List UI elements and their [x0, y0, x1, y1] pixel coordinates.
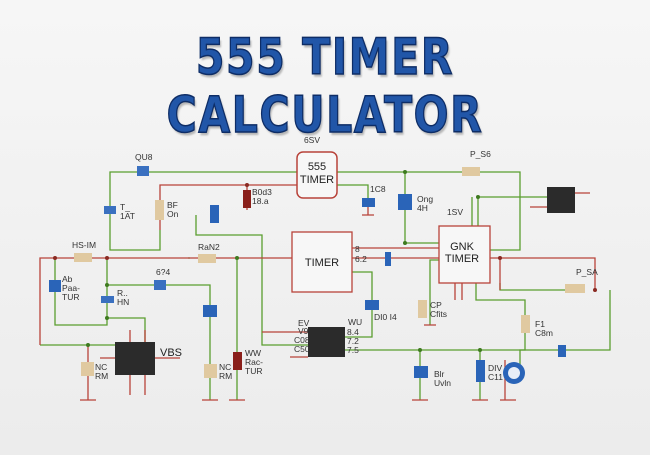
component-label: P_S6 [470, 149, 491, 159]
resistor-f1 [521, 315, 530, 333]
capacitor-1c8 [362, 198, 375, 207]
capacitor-di0 [365, 300, 379, 310]
component-label: DIV [488, 363, 503, 373]
chip-555-timer: 555 TIMER 6SV [296, 135, 338, 199]
component-label: C8m [535, 328, 553, 338]
component-labels: QU8T_1ATBFOnB0d318.a1C8Ong4HP_S6HS-IMAbP… [62, 149, 598, 388]
component-label: TUR [62, 292, 79, 302]
chip-unlabeled [547, 187, 575, 213]
capacitor-blue [210, 205, 219, 223]
component-label: NC [219, 362, 231, 372]
resistor-nc-2 [204, 364, 217, 378]
svg-text:VBS: VBS [160, 347, 182, 359]
svg-text:WU: WU [348, 317, 362, 327]
capacitor-ab [49, 280, 61, 292]
chip-timer: TIMER 8 6.2 [291, 231, 367, 293]
component-label: QU8 [135, 152, 153, 162]
chip-wu: WU EV V9 C08 C50 8.4 7.2 7.5 [294, 317, 362, 357]
component-label: Paa- [62, 283, 80, 293]
capacitor-t [104, 206, 116, 214]
capacitor-qu8 [137, 166, 149, 176]
component-label: Uvln [434, 378, 451, 388]
junction-dots [53, 170, 597, 352]
svg-text:8: 8 [355, 244, 360, 254]
resistor-nc-1 [81, 362, 94, 376]
component-label: Rac- [245, 357, 263, 367]
resistor-bf [155, 200, 164, 220]
component-label: On [167, 209, 179, 219]
page-title: 555 TIMER CALCULATOR [166, 27, 484, 145]
component-label: Cfits [430, 309, 447, 319]
capacitor-blr [414, 366, 428, 378]
component-label: RM [219, 371, 232, 381]
resistor-ran2 [198, 254, 216, 263]
capacitor-624 [154, 280, 166, 290]
component-label: F1 [535, 319, 545, 329]
component-label: HS-IM [72, 240, 96, 250]
component-label: DI0 I4 [374, 312, 397, 322]
svg-text:EV: EV [298, 318, 310, 328]
resistor-psa [565, 284, 585, 293]
component-label: 18.a [252, 196, 269, 206]
component-label: BF [167, 200, 178, 210]
svg-text:1SV: 1SV [447, 207, 463, 217]
component-label: NC [95, 362, 107, 372]
svg-text:V9: V9 [298, 326, 309, 336]
svg-text:555: 555 [308, 161, 326, 173]
passives [49, 166, 585, 384]
component-label: T_ [120, 202, 130, 212]
capacitor-right [558, 345, 566, 357]
capacitor-div [476, 360, 485, 382]
component-label: Blr [434, 369, 445, 379]
component-label: Ong [417, 194, 433, 204]
resistor-cp [418, 300, 427, 318]
resistor-b0d3 [243, 190, 251, 208]
component-label: Ab [62, 274, 73, 284]
svg-text:C50: C50 [294, 344, 310, 354]
capacitor-r [101, 296, 114, 303]
component-label: CP [430, 300, 442, 310]
svg-text:6SV: 6SV [304, 135, 320, 145]
capacitor-mid [203, 305, 217, 317]
component-label: B0d3 [252, 187, 272, 197]
chip-vbs: VBS [115, 342, 182, 375]
svg-text:TIMER: TIMER [305, 257, 339, 269]
resistor-hsim [74, 253, 92, 262]
svg-text:7.5: 7.5 [347, 345, 359, 355]
component-label: C11 [488, 372, 503, 382]
component-label: HN [117, 297, 129, 307]
svg-text:C08: C08 [294, 335, 310, 345]
svg-text:6.2: 6.2 [355, 254, 367, 264]
component-label: P_SA [576, 267, 598, 277]
resistor-ww [233, 352, 242, 370]
capacitor-ong [398, 194, 412, 210]
svg-text:GNK: GNK [450, 241, 475, 253]
component-label: RM [95, 371, 108, 381]
component-label: RaN2 [198, 242, 220, 252]
component-label: 6?4 [156, 267, 170, 277]
chip-gnk-timer: GNK TIMER 1SV [438, 207, 491, 284]
svg-text:7.2: 7.2 [347, 336, 359, 346]
resistor-ps6 [462, 167, 480, 176]
component-label: 1C8 [370, 184, 386, 194]
svg-text:TIMER: TIMER [445, 253, 479, 265]
svg-text:TIMER: TIMER [300, 174, 334, 186]
capacitor-timer [385, 252, 391, 266]
component-label: WW [245, 348, 261, 358]
component-label: 1AT [120, 211, 135, 221]
svg-text:8.4: 8.4 [347, 327, 359, 337]
component-label: R.. [117, 288, 128, 298]
component-label: TUR [245, 366, 262, 376]
component-label: 4H [417, 203, 428, 213]
